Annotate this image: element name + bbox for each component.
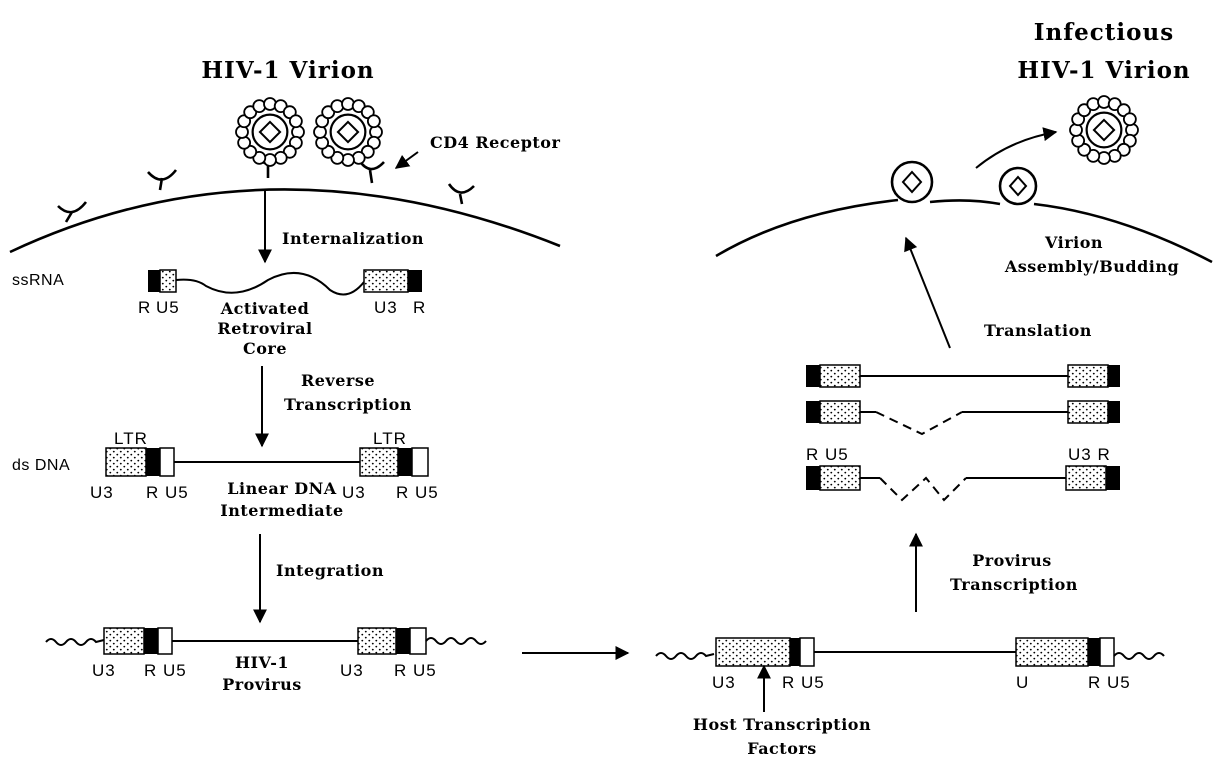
ssrna-label: ssRNA — [12, 272, 64, 289]
mrna-unspliced — [806, 365, 1120, 387]
reverse-line2: Transcription — [284, 395, 412, 414]
provirus-ru5-right: R U5 — [394, 661, 437, 680]
title-hiv-virion: HIV-1 Virion — [201, 57, 374, 84]
right-provirus-ru5-left: R U5 — [782, 673, 825, 692]
dsdna-ru5-right: R U5 — [396, 483, 439, 502]
provirus-ru5-left: R U5 — [144, 661, 187, 680]
title-infectious-line2: HIV-1 Virion — [1017, 57, 1190, 84]
right-provirus-u: U — [1016, 673, 1029, 692]
ssrna-u3: U3 — [374, 298, 398, 317]
provirus-line1: HIV-1 — [235, 653, 289, 672]
release-arrow — [976, 132, 1056, 168]
translation-label: Translation — [984, 321, 1092, 340]
mrna-u3r-label: U3 R — [1068, 445, 1111, 464]
dsdna-label: ds DNA — [12, 457, 70, 474]
host-factors-line1: Host Transcription — [693, 715, 871, 734]
activated-core-line1: Activated — [220, 299, 310, 318]
dsdna-molecule — [106, 448, 428, 476]
right-provirus-ru5-right: R U5 — [1088, 673, 1131, 692]
mrna-doubly-spliced — [806, 466, 1120, 500]
activated-core-line3: Core — [243, 339, 287, 358]
internalization-label: Internalization — [282, 229, 424, 248]
right-cell-membrane — [716, 162, 1212, 262]
ssrna-r: R — [138, 298, 151, 317]
title-infectious-line1: Infectious — [1034, 19, 1174, 46]
reverse-line1: Reverse — [301, 371, 375, 390]
translation-arrow — [906, 238, 950, 348]
provirus-tx-line1: Provirus — [972, 551, 1052, 570]
dsdna-u3-right: U3 — [342, 483, 366, 502]
mrna-ru5-label: R U5 — [806, 445, 849, 464]
provirus-u3-right: U3 — [340, 661, 364, 680]
dsdna-ru5-left: R U5 — [146, 483, 189, 502]
assembly-line2: Assembly/Budding — [1004, 257, 1179, 276]
host-factors-line2: Factors — [747, 739, 817, 758]
integration-label: Integration — [276, 561, 384, 580]
provirus-u3-left: U3 — [92, 661, 116, 680]
right-provirus-u3: U3 — [712, 673, 736, 692]
hiv-virion-binding — [314, 98, 382, 166]
ltr-right-label: LTR — [373, 429, 407, 448]
ssrna-u5: U5 — [156, 298, 180, 317]
integrated-provirus-right — [656, 638, 1164, 666]
infectious-virion — [1070, 96, 1138, 164]
hiv-virion-attached — [236, 98, 304, 166]
mrna-singly-spliced — [806, 401, 1120, 434]
hiv-provirus — [46, 628, 486, 654]
ltr-left-label: LTR — [114, 429, 148, 448]
linear-dna-line1: Linear DNA — [227, 479, 337, 498]
linear-dna-line2: Intermediate — [220, 501, 343, 520]
activated-core-line2: Retroviral — [217, 319, 312, 338]
assembly-line1: Virion — [1044, 233, 1103, 252]
provirus-line2: Provirus — [222, 675, 302, 694]
provirus-tx-line2: Transcription — [950, 575, 1078, 594]
dsdna-u3-left: U3 — [90, 483, 114, 502]
cd4-receptor-pointer — [396, 152, 418, 168]
ssrna-r-right: R — [413, 298, 426, 317]
ssrna-molecule — [148, 270, 422, 295]
cd4-receptor-label: CD4 Receptor — [430, 133, 560, 152]
